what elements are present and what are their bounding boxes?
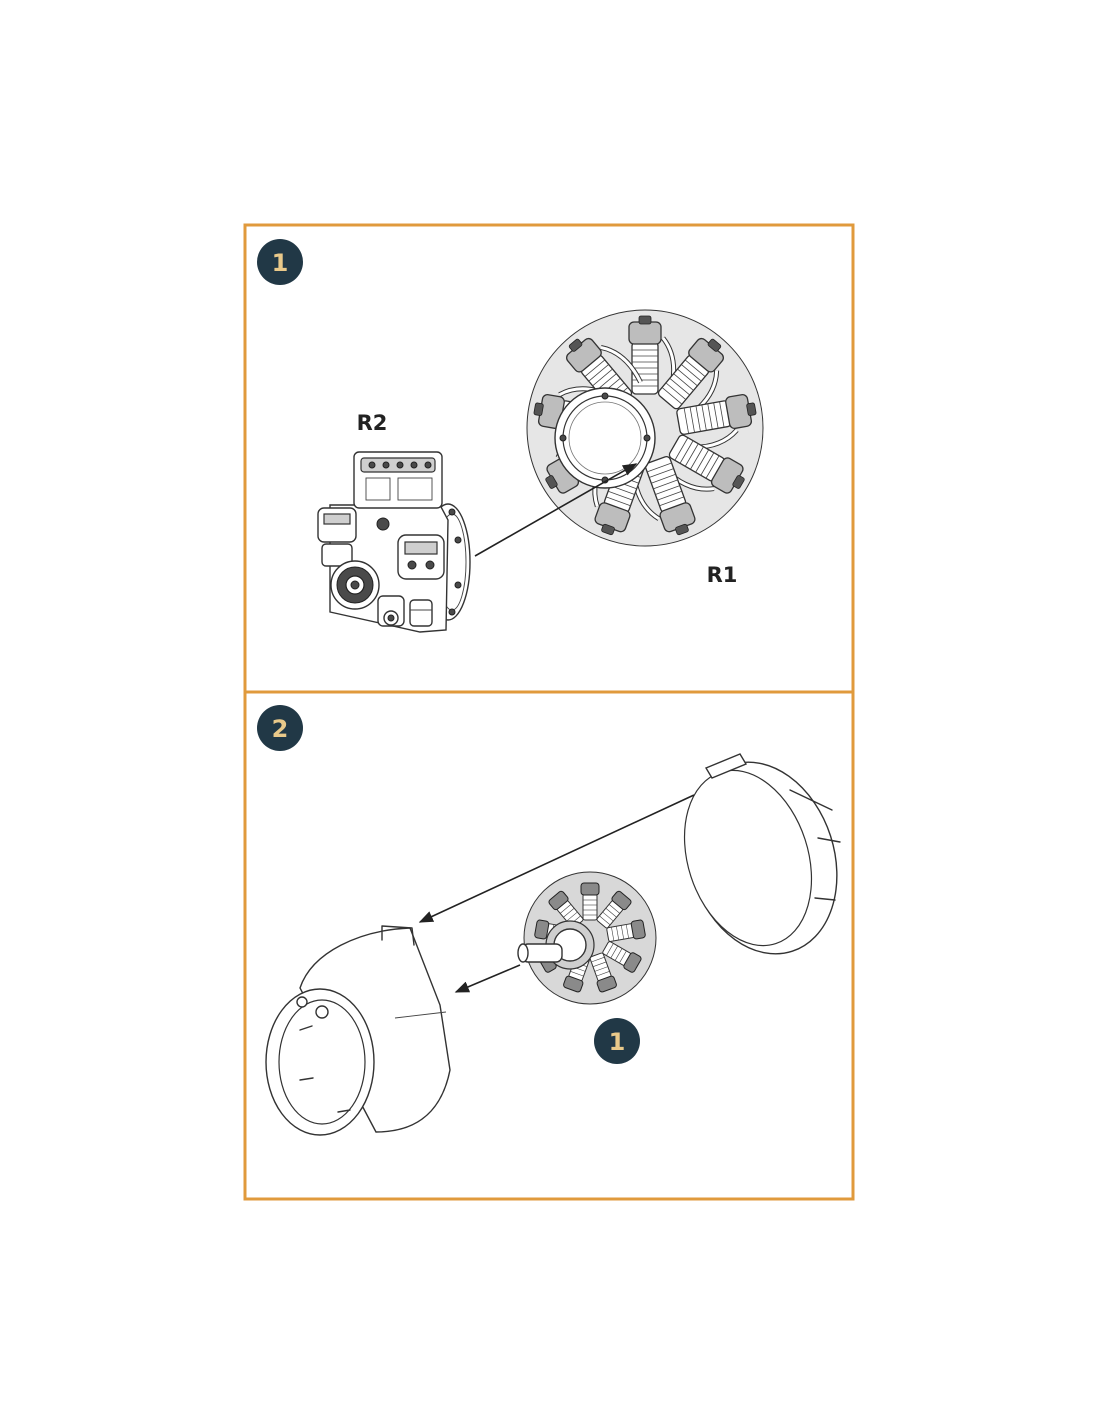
accessory-case-part — [317, 451, 471, 633]
assembly-arrow-r2-to-r1 — [474, 463, 638, 557]
front-cowling-part — [265, 925, 451, 1136]
part-label-r2: R2 — [357, 411, 388, 435]
radial-engine-part — [526, 309, 764, 547]
assembly-arrow-ring-to-cowling — [418, 794, 695, 923]
part-label-r1: R1 — [707, 563, 738, 587]
step-2-badge: 2 — [257, 705, 303, 751]
subassembly-number: 1 — [609, 1028, 626, 1056]
step-1-badge: 1 — [257, 239, 303, 285]
subassembly-badge: 1 — [594, 1018, 640, 1064]
step-2-frame — [243, 690, 855, 1201]
step-2-panel: 2 — [243, 690, 855, 1201]
step-1-panel: 1 — [243, 223, 855, 694]
assembly-arrow-engine-to-cowling — [454, 964, 521, 993]
step-2-number: 2 — [272, 715, 289, 743]
step-1-number: 1 — [272, 249, 289, 277]
engine-subassembly — [517, 871, 657, 1005]
cowling-ring-part — [683, 753, 841, 955]
